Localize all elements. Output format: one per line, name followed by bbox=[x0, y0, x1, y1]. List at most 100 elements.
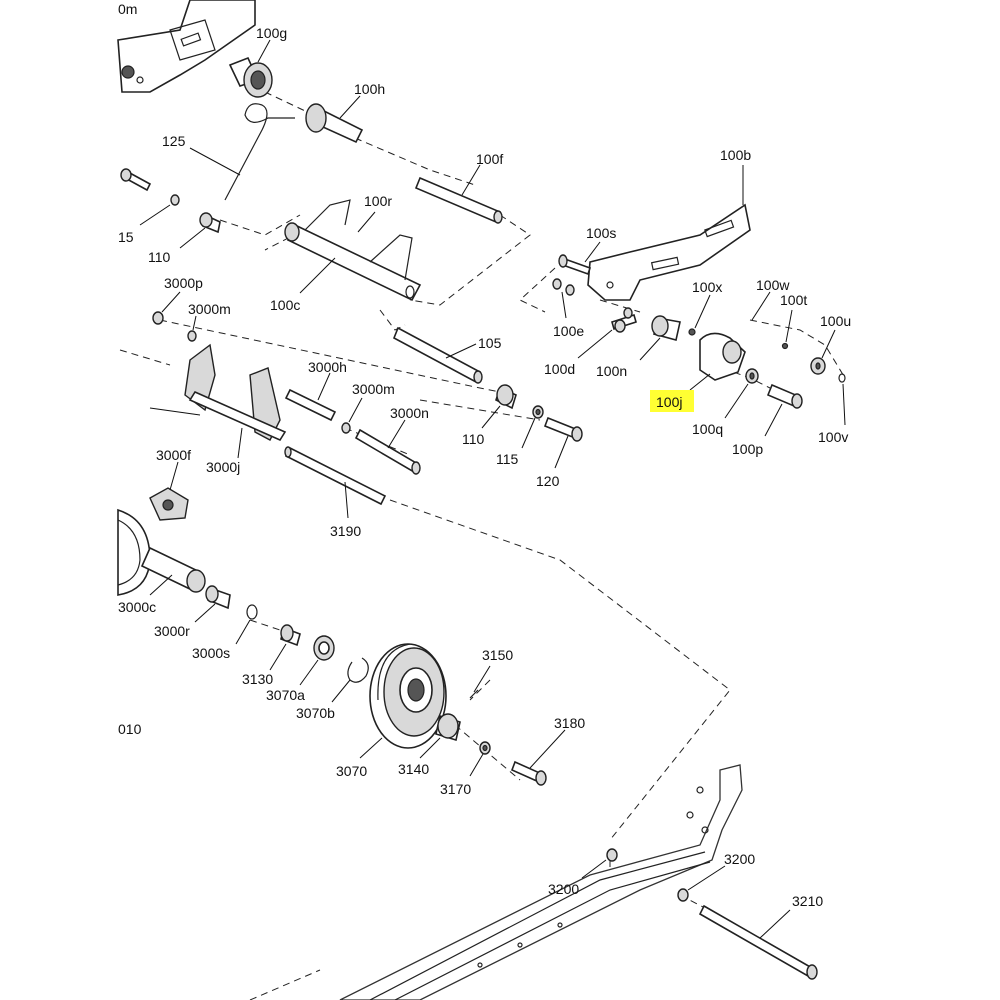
part-110-bushing-left bbox=[199, 212, 221, 234]
label-100c: 100c bbox=[270, 297, 300, 313]
leader-100d bbox=[577, 329, 613, 359]
part-115-washer bbox=[532, 405, 544, 419]
label-3170: 3170 bbox=[440, 781, 471, 797]
part-100s-bolt bbox=[558, 254, 592, 276]
leader-3000c bbox=[149, 574, 173, 596]
label-100f: 100f bbox=[476, 151, 503, 167]
part-3000s-clip bbox=[246, 604, 258, 620]
label-100e: 100e bbox=[553, 323, 584, 339]
part-15-bolt bbox=[120, 168, 180, 206]
leader-3000h bbox=[317, 372, 331, 401]
part-rail-bottom bbox=[339, 764, 743, 1000]
label-100x: 100x bbox=[692, 279, 722, 295]
leader-3070b bbox=[331, 679, 351, 703]
label-3000h: 3000h bbox=[308, 359, 347, 375]
part-3140-bushing bbox=[435, 713, 461, 742]
part-3000c-spacer bbox=[140, 546, 206, 593]
leader-3210 bbox=[759, 909, 791, 939]
part-100n-bushing bbox=[651, 315, 681, 341]
part-3170-nut bbox=[479, 741, 491, 755]
part-100q-washer bbox=[745, 368, 759, 384]
part-100j-cam bbox=[688, 328, 746, 381]
leader-3070a bbox=[299, 659, 319, 686]
part-105-rod bbox=[392, 326, 483, 384]
part-3070-wheel bbox=[369, 643, 447, 749]
part-3000j-bracket bbox=[184, 343, 287, 442]
leader-3070 bbox=[359, 737, 383, 759]
leader-3000r bbox=[194, 603, 216, 623]
leader-100j bbox=[689, 373, 711, 391]
leader-3000s bbox=[235, 619, 251, 645]
label-3200b: 3200 bbox=[724, 851, 755, 867]
leader-3000m bbox=[192, 315, 197, 331]
part-3070b-circlip bbox=[347, 657, 369, 683]
leader-120 bbox=[554, 435, 569, 469]
label-3200a: 3200 bbox=[548, 881, 579, 897]
label-0m: 0m bbox=[118, 1, 137, 17]
label-100q: 100q bbox=[692, 421, 723, 437]
label-3070a: 3070a bbox=[266, 687, 305, 703]
part-125-spring bbox=[224, 103, 295, 201]
part-100g-knob bbox=[228, 56, 273, 98]
part-3000h-shaft bbox=[284, 388, 337, 422]
part-100t-pin bbox=[781, 342, 789, 350]
part-100d-screw bbox=[611, 307, 637, 333]
part-100c-bracket bbox=[284, 199, 422, 302]
label-3180: 3180 bbox=[554, 715, 585, 731]
label-3130: 3130 bbox=[242, 671, 273, 687]
label-115: 115 bbox=[496, 451, 519, 467]
part-100p-bolt bbox=[766, 383, 803, 409]
wheel-left-partial bbox=[117, 508, 151, 596]
part-110-bushing-right bbox=[495, 384, 517, 410]
label-3000c: 3000c bbox=[118, 599, 156, 615]
leader-3130 bbox=[269, 643, 287, 671]
label-100v: 100v bbox=[818, 429, 848, 445]
label-110a: 110 bbox=[148, 249, 171, 265]
leader-15 bbox=[139, 204, 171, 226]
leader-100c bbox=[299, 257, 336, 294]
leader-100h bbox=[339, 95, 361, 119]
label-3000p: 3000p bbox=[164, 275, 203, 291]
part-3070a-bearing bbox=[313, 635, 335, 661]
part-3000p-nut bbox=[152, 311, 164, 325]
part-100f-rod bbox=[414, 176, 503, 224]
part-3180-bolt bbox=[510, 760, 547, 786]
label-100u: 100u bbox=[820, 313, 851, 329]
label-3000f: 3000f bbox=[156, 447, 191, 463]
leader-3170 bbox=[469, 753, 484, 777]
leader-3150 bbox=[473, 665, 491, 693]
label-3070: 3070 bbox=[336, 763, 367, 779]
label-100g: 100g bbox=[256, 25, 287, 41]
highlight-box-100j bbox=[650, 390, 694, 412]
part-3000m-washer-top bbox=[187, 330, 197, 342]
label-110b: 110 bbox=[462, 431, 485, 447]
label-3210: 3210 bbox=[792, 893, 823, 909]
part-3000f-hub bbox=[149, 487, 189, 521]
label-010: 010 bbox=[118, 721, 142, 737]
leader-110a bbox=[179, 227, 206, 249]
label-100h: 100h bbox=[354, 81, 385, 97]
label-3190: 3190 bbox=[330, 523, 361, 539]
label-3000r: 3000r bbox=[154, 623, 190, 639]
leader-100n bbox=[639, 337, 661, 361]
label-100p: 100p bbox=[732, 441, 763, 457]
leader-100w bbox=[751, 291, 771, 321]
leader-100s bbox=[584, 241, 601, 263]
leader-3200b bbox=[687, 865, 726, 891]
leader-100u bbox=[821, 329, 836, 359]
part-120-bolt bbox=[543, 416, 583, 442]
leader-100q bbox=[724, 383, 749, 419]
part-100u-washer bbox=[810, 357, 826, 375]
part-100v-screw bbox=[838, 373, 846, 383]
part-3000m-washer-mid bbox=[341, 422, 351, 434]
part-100e-nut bbox=[552, 278, 575, 296]
label-100n: 100n bbox=[596, 363, 627, 379]
part-3210-bolt bbox=[698, 904, 818, 980]
leader-100v bbox=[842, 383, 846, 426]
label-3140: 3140 bbox=[398, 761, 429, 777]
label-100t: 100t bbox=[780, 292, 807, 308]
label-100j: 100j bbox=[656, 394, 682, 410]
label-105: 105 bbox=[478, 335, 502, 351]
part-100h-pin bbox=[305, 103, 364, 144]
